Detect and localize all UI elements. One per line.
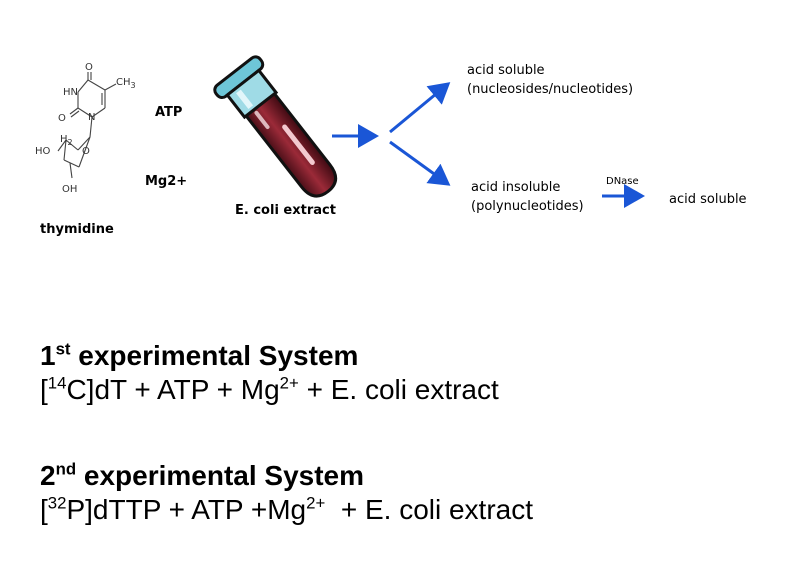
system-1: 1st experimental System [14C]dT + ATP + … — [40, 340, 499, 406]
thymidine-atom-labels: O HN O N CH3 HO H2 O OH — [35, 62, 136, 195]
reagent-mg: Mg2+ — [145, 174, 187, 189]
reaction-arrows — [332, 82, 645, 208]
system-2-formula: [32P]dTTP + ATP +Mg2+ + E. coli extract — [40, 493, 534, 525]
product-soluble-line1: acid soluble — [467, 63, 545, 78]
reagent-atp: ATP — [155, 105, 182, 120]
atom-ho: HO — [35, 146, 51, 157]
system-1-title: 1st experimental System — [40, 339, 359, 371]
thymidine-structure — [57, 72, 117, 179]
atom-hn: HN — [63, 87, 78, 98]
atom-oh: OH — [62, 184, 77, 195]
system-1-formula: [14C]dT + ATP + Mg2+ + E. coli extract — [40, 373, 499, 405]
system-2: 2nd experimental System [32P]dTTP + ATP … — [40, 460, 533, 526]
product-insoluble-line1: acid insoluble — [471, 180, 560, 195]
product-soluble-line2: (nucleosides/nucleotides) — [467, 82, 633, 97]
product-final: acid soluble — [669, 192, 747, 207]
arrow-branch-down — [389, 140, 451, 186]
product-insoluble-line2: (polynucleotides) — [471, 199, 584, 214]
atom-ch3: CH3 — [116, 77, 136, 90]
system-2-title: 2nd experimental System — [40, 459, 365, 491]
enzyme-label: DNase — [606, 176, 639, 187]
tube-label: E. coli extract — [235, 203, 336, 218]
atom-o-sugar: O — [82, 146, 90, 157]
test-tube-icon — [213, 55, 338, 198]
reaction-diagram: O HN O N CH3 HO H2 O OH thymidine ATP Mg… — [35, 55, 747, 237]
atom-o-left: O — [58, 113, 66, 124]
atom-h2: H2 — [60, 134, 73, 147]
molecule-name: thymidine — [40, 222, 114, 237]
arrow-branch-up — [389, 82, 451, 134]
atom-o-top: O — [85, 62, 93, 73]
atom-n: N — [88, 112, 95, 123]
